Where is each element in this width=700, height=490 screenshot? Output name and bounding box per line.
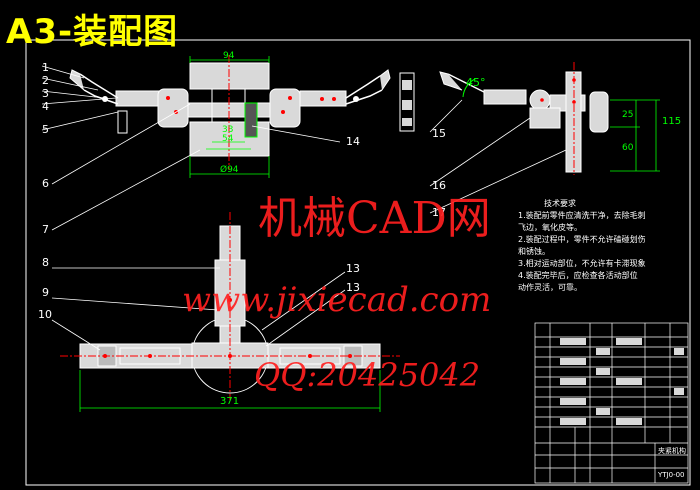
title-block-name: 夹紧机构 [658,447,686,455]
dim-height-total: 115 [662,116,681,127]
callout-3: 3 [42,87,49,100]
side-cam [529,89,551,111]
angle-arc [462,78,476,98]
dimension-labels: 94 33 54 Ø94 45° 115 25 60 371 [220,51,681,407]
left-handle-grip [69,69,85,91]
notes-line-1: 1.装配前零件应清洗干净，去除毛刺 [518,211,646,220]
clamp-spring [244,102,258,138]
title-block [534,322,689,484]
dim-top-width: 94 [223,51,235,61]
title-block-fills [560,338,684,425]
side-base [529,107,561,129]
plan-dimensions [79,370,381,412]
callout-5: 5 [42,123,49,136]
dim-overall-length: 371 [220,396,239,407]
right-handle [345,75,383,105]
dim-center-b: 54 [222,134,234,144]
notes-line-3: 2.装配过程中，零件不允许磕碰划伤 [518,235,646,244]
watermark-qq: QQ:20425042 [254,356,481,394]
right-pivot [353,96,359,102]
callout-16: 16 [432,179,446,192]
front-view [69,55,391,178]
left-handle [79,73,119,105]
drawing-frame [25,39,691,486]
right-hinge [269,88,301,128]
watermark-url: www.jixiecad.com [182,280,492,320]
callout-4: 4 [42,100,49,113]
callout-1: 1 [42,61,49,74]
notes-line-7: 动作灵活，可靠。 [518,283,582,292]
dim-angle: 45° [466,76,486,89]
dim-bottom-dia: Ø94 [220,164,239,175]
side-pad [589,91,609,133]
center-bar [187,102,281,118]
watermark-site-name: 机械CAD网 [258,193,491,244]
notes-heading: 技术要求 [544,199,576,208]
side-handle-grip [439,71,463,91]
drawing-title: A3-装配图 [6,12,179,52]
side-arm [483,89,527,105]
dim-center-a: 33 [222,125,233,135]
callout-13b: 13 [346,281,360,294]
front-dimensions [189,56,270,178]
callout-14: 14 [346,135,360,148]
dim-height-upper: 25 [622,110,633,120]
side-handle [447,73,491,96]
callout-13a: 13 [346,262,360,275]
callout-8: 8 [42,256,49,269]
callout-10: 10 [38,308,52,321]
dim-height-lower: 60 [622,143,634,153]
detail-pin [117,110,128,134]
notes-line-4: 和锈蚀。 [518,247,550,256]
technical-notes: 技术要求 1.装配前零件应清洗干净，去除毛刺 飞边，氧化皮等。 2.装配过程中，… [518,198,678,294]
title-block-code: YTJ0-00 [658,471,685,479]
callout-17: 17 [432,206,446,219]
notes-line-6: 4.装配完毕后，应检查各活动部位 [518,271,638,280]
side-dimensions [610,99,660,172]
plan-view [60,212,400,412]
callout-6: 6 [42,177,49,190]
right-handle-grip [379,69,391,91]
side-view [399,62,660,175]
leader-lines [41,65,567,351]
callout-15: 15 [432,127,446,140]
side-detail-block [399,72,415,132]
notes-line-5: 3.相对运动部位，不允许有卡滞现象 [518,259,646,268]
callout-7: 7 [42,223,49,236]
callout-labels: 1 2 3 4 5 6 7 8 9 10 13 13 14 15 16 17 [38,61,446,321]
callout-9: 9 [42,286,49,299]
callout-2: 2 [42,74,49,87]
notes-line-2: 飞边，氧化皮等。 [518,223,582,232]
